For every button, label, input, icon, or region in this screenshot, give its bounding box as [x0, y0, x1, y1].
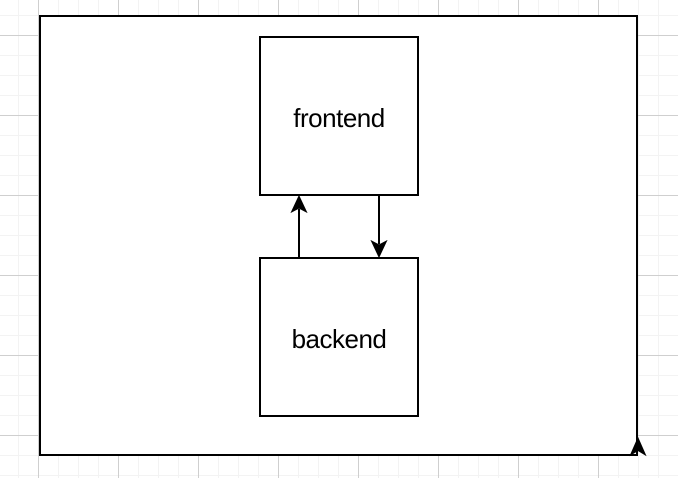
node-frontend[interactable]: frontend [259, 36, 419, 196]
node-backend-label: backend [291, 324, 387, 354]
node-frontend-label: frontend [293, 103, 385, 133]
node-backend[interactable]: backend [259, 257, 419, 417]
